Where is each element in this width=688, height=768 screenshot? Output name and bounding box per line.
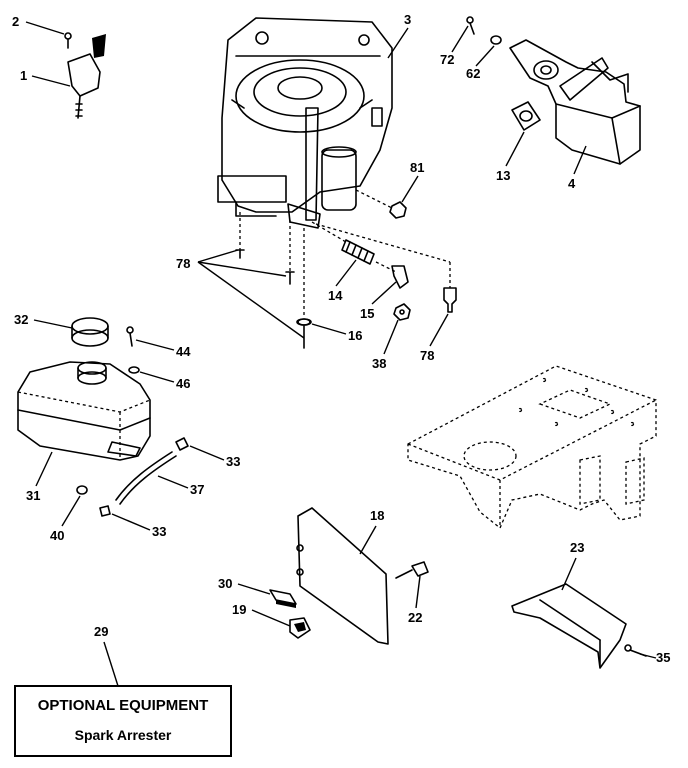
callout-33a: 33	[226, 454, 240, 469]
callout-23: 23	[570, 540, 584, 555]
heat-shield	[296, 507, 389, 645]
callout-46: 46	[176, 376, 190, 391]
callout-35: 35	[656, 650, 670, 665]
engine	[217, 17, 393, 229]
washer-16	[296, 318, 312, 326]
clamp-33b	[99, 505, 111, 517]
bracket	[511, 583, 627, 669]
callout-44: 44	[176, 344, 191, 359]
callout-81: 81	[410, 160, 424, 175]
callout-32: 32	[14, 312, 28, 327]
clamp-33a	[175, 437, 189, 451]
callout-22: 22	[408, 610, 422, 625]
washer-46	[128, 366, 140, 374]
frame	[407, 365, 657, 530]
optional-equipment-box: OPTIONAL EQUIPMENT Spark Arrester	[14, 685, 232, 757]
exhaust-gasket	[511, 101, 541, 131]
callout-13: 13	[496, 168, 510, 183]
bolt-44	[126, 326, 134, 347]
grommet-19	[289, 617, 311, 639]
callout-30: 30	[218, 576, 232, 591]
nut-38	[393, 303, 411, 321]
nut-81	[389, 201, 407, 219]
callout-78b: 78	[420, 348, 434, 363]
callout-38: 38	[372, 356, 386, 371]
bolt-78	[443, 287, 457, 313]
callout-29: 29	[94, 624, 108, 639]
callout-33b: 33	[152, 524, 166, 539]
callout-78a: 78	[176, 256, 190, 271]
optional-equipment-title: OPTIONAL EQUIPMENT	[37, 697, 209, 714]
callout-40: 40	[50, 528, 64, 543]
callout-4: 4	[568, 176, 576, 191]
grommet-40	[76, 485, 88, 495]
screw-22	[395, 561, 429, 579]
callout-14: 14	[328, 288, 343, 303]
fuel-tank	[17, 361, 151, 461]
callout-1: 1	[20, 68, 27, 83]
spacer-30	[269, 589, 297, 608]
callout-2: 2	[12, 14, 19, 29]
gasket-62	[490, 35, 502, 45]
fuel-line	[115, 451, 177, 505]
callout-62: 62	[466, 66, 480, 81]
callout-16: 16	[348, 328, 362, 343]
callout-37: 37	[190, 482, 204, 497]
engine-bolts	[235, 212, 311, 349]
callout-18: 18	[370, 508, 384, 523]
bolt-72	[466, 16, 475, 35]
fuel-filter-14	[341, 239, 375, 265]
throttle-control	[64, 32, 106, 119]
callout-15: 15	[360, 306, 374, 321]
callout-19: 19	[232, 602, 246, 617]
spark-arrester-label: Spark Arrester	[74, 727, 172, 743]
callout-3: 3	[404, 12, 411, 27]
fuel-cap	[71, 317, 109, 347]
fuel-elbow-15	[391, 265, 409, 289]
callout-72: 72	[440, 52, 454, 67]
muffler	[509, 39, 641, 165]
callout-31: 31	[26, 488, 40, 503]
